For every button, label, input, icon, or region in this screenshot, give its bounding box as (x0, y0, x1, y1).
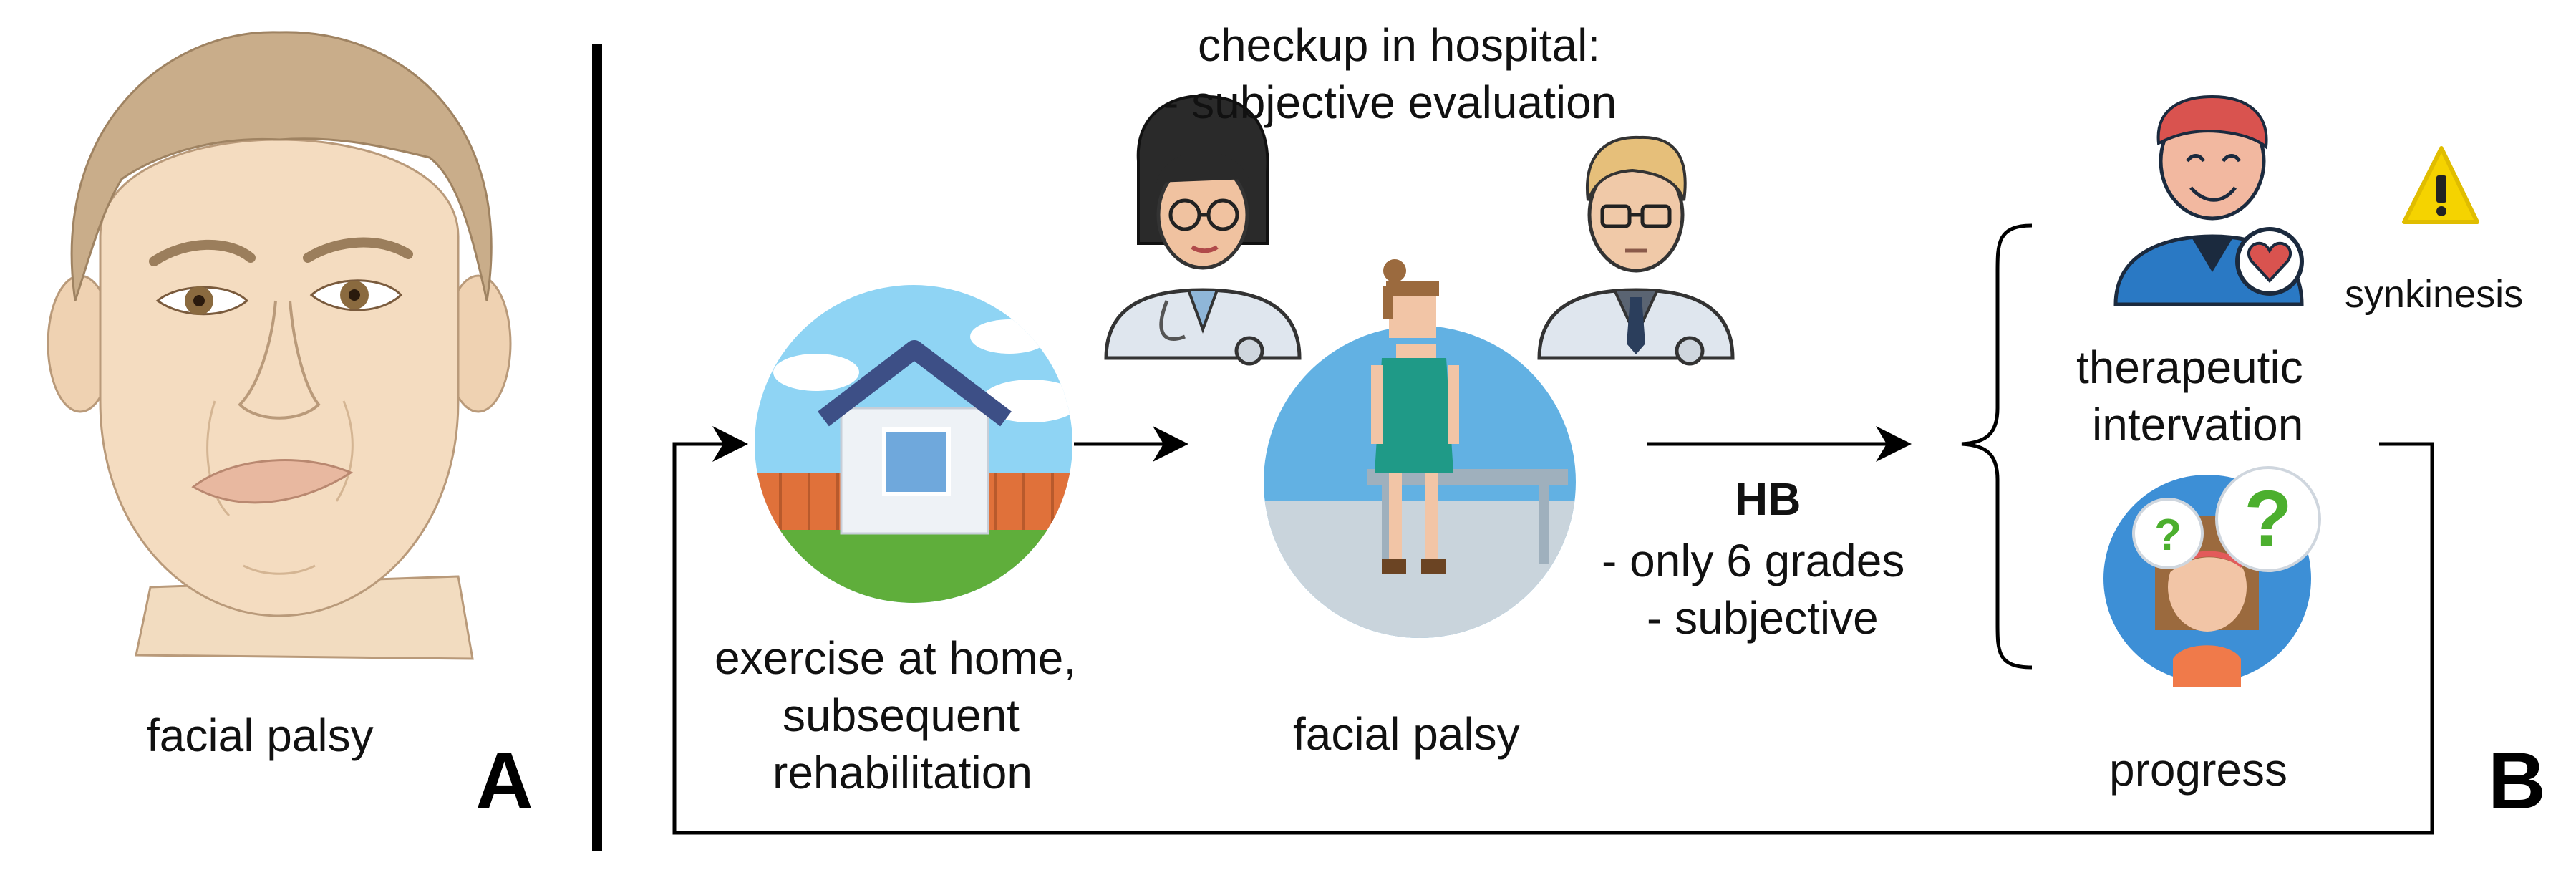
progress-label: progress (2109, 744, 2287, 796)
hb-line-1: - only 6 grades (1602, 535, 1905, 586)
question-patient-icon: ? ? (2103, 466, 2321, 687)
home-line-3: rehabilitation (773, 747, 1032, 798)
home-line-2: subsequent (783, 690, 1020, 741)
svg-text:?: ? (2244, 475, 2292, 563)
panel-b-label: B (2488, 736, 2546, 826)
therapist-heart-icon (2113, 95, 2304, 306)
home-line-1: exercise at home, (715, 632, 1077, 684)
patient-caption: facial palsy (1293, 708, 1520, 760)
male-doctor-icon (1537, 135, 1735, 366)
face-with-facial-palsy-illustration (47, 31, 512, 660)
checkup-line-1: checkup in hospital: (1198, 19, 1601, 71)
panel-a-label: A (475, 736, 533, 826)
warning-triangle-icon (2402, 146, 2479, 224)
therapy-line-2: intervation (2092, 399, 2304, 450)
checkup-line-2: - subjective evaluation (1163, 77, 1617, 128)
synkinesis-label: synkinesis (2345, 273, 2524, 316)
therapy-line-1: therapeutic (2076, 342, 2303, 393)
hb-title: HB (1735, 473, 1801, 525)
outcomes-brace (1961, 223, 2033, 670)
svg-text:?: ? (2154, 511, 2182, 560)
house-icon (755, 285, 1072, 603)
female-doctor-icon (1104, 95, 1302, 366)
feedback-loop-arrow (672, 426, 2434, 835)
hb-line-2: - subjective (1647, 592, 1879, 644)
seated-patient-icon (1264, 259, 1576, 638)
panel-a-caption: facial palsy (147, 710, 374, 761)
